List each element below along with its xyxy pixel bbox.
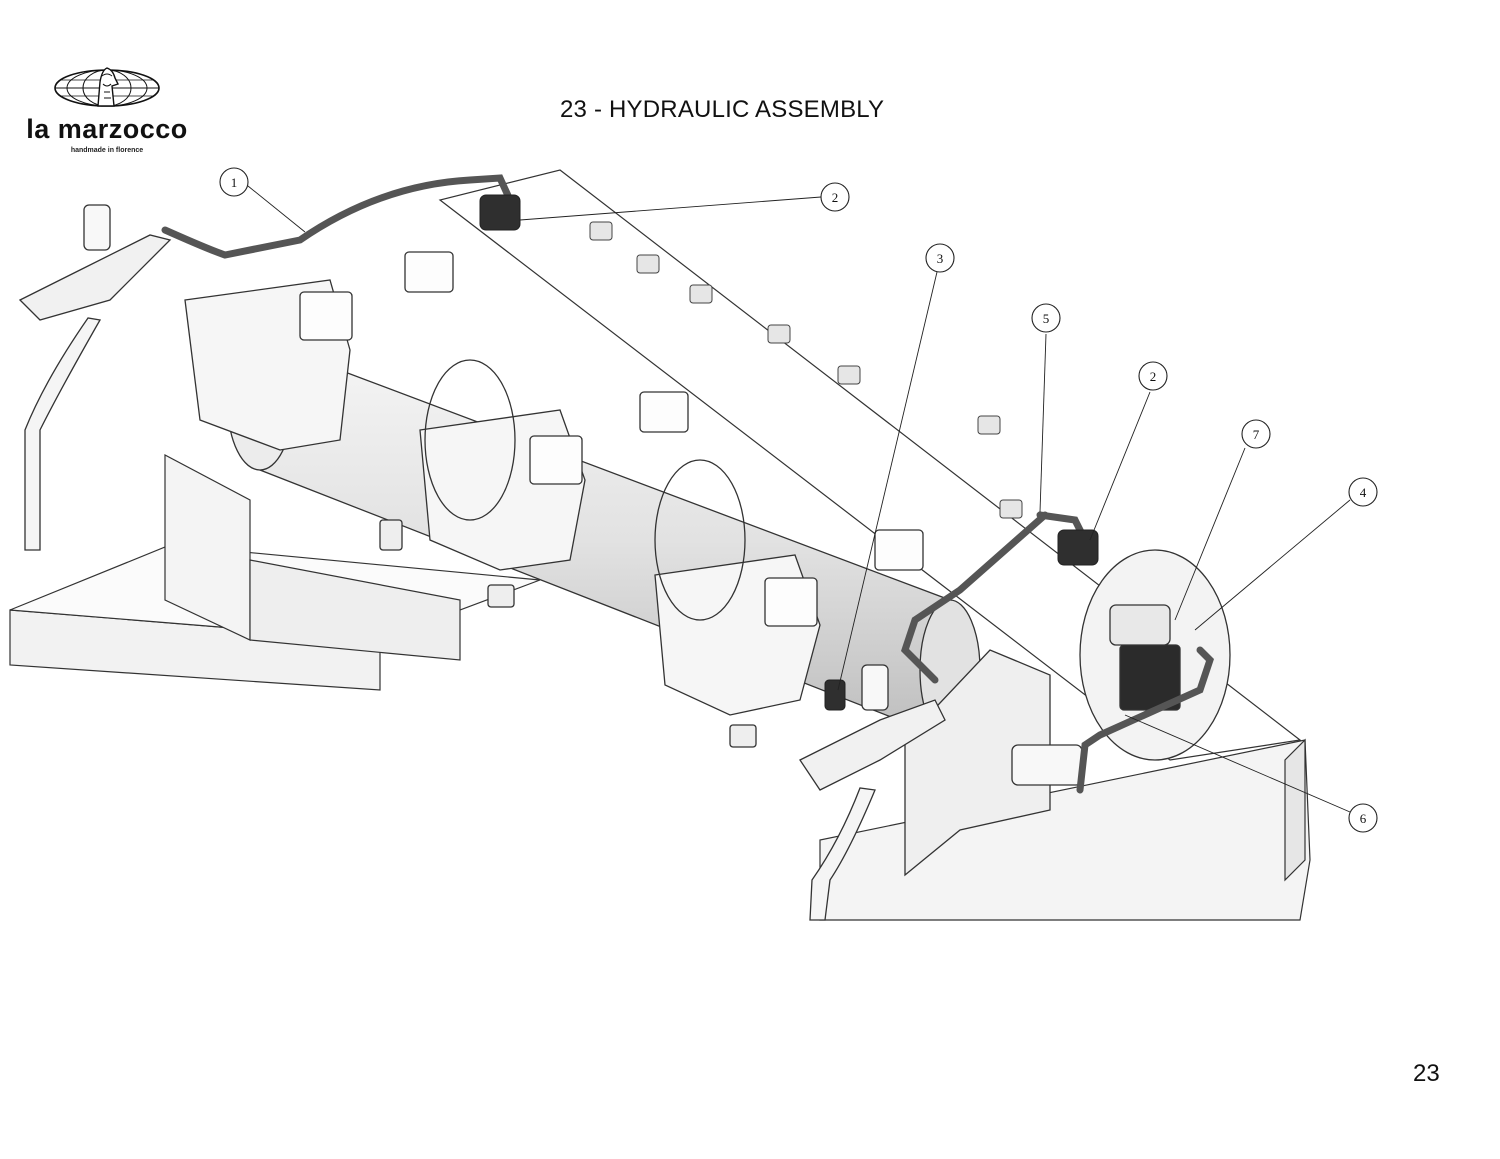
svg-text:3: 3 (937, 251, 944, 266)
svg-text:7: 7 (1253, 427, 1260, 442)
svg-text:2: 2 (1150, 369, 1157, 384)
callout-2-top: 2 (820, 182, 850, 212)
callout-3: 3 (925, 243, 955, 273)
left-valve (18, 204, 172, 551)
svg-text:6: 6 (1360, 811, 1367, 826)
callout-5: 5 (1031, 303, 1061, 333)
pipes (161, 174, 1215, 794)
boiler-assembly (184, 251, 981, 748)
svg-text:2: 2 (832, 190, 839, 205)
svg-text:4: 4 (1360, 485, 1367, 500)
page-number: 23 (1413, 1060, 1440, 1087)
svg-text:1: 1 (231, 175, 238, 190)
callouts: 1 2 3 5 2 7 4 6 (219, 167, 1378, 833)
callout-7: 7 (1241, 419, 1271, 449)
callout-1: 1 (219, 167, 249, 197)
center-valve (799, 664, 946, 921)
callout-2-right: 2 (1138, 361, 1168, 391)
elbow-fittings (479, 194, 1099, 711)
callout-6: 6 (1348, 803, 1378, 833)
rail-fittings (589, 221, 1023, 519)
pump-motor (904, 549, 1231, 877)
globe-lion-emblem (54, 67, 160, 107)
svg-text:5: 5 (1043, 311, 1050, 326)
brand-logo: la marzocco handmade in florence (14, 62, 200, 162)
leader-lines (247, 185, 1351, 813)
frame (9, 169, 1311, 921)
brand-name: la marzocco (26, 114, 188, 144)
page-title: 23 - HYDRAULIC ASSEMBLY (560, 96, 885, 123)
brand-tagline: handmade in florence (70, 147, 144, 154)
callout-4: 4 (1348, 477, 1378, 507)
